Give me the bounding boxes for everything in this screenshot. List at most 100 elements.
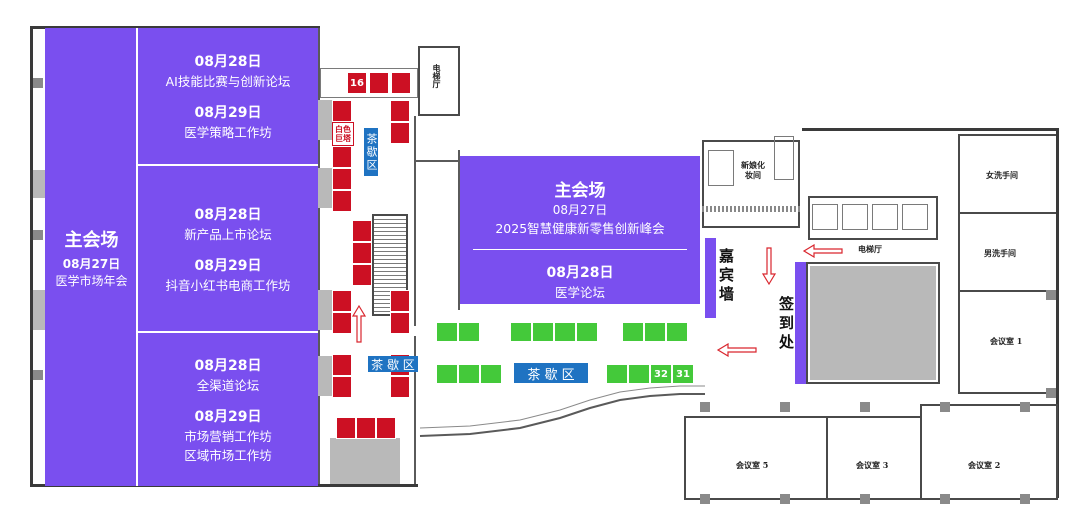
tea-break-area-mid[interactable]: 茶 歇 区	[368, 356, 418, 372]
column	[700, 494, 710, 504]
booth[interactable]	[390, 376, 410, 398]
booth[interactable]	[480, 364, 502, 384]
hall-date: 08月29日	[194, 409, 262, 425]
hall-date: 08月28日	[194, 54, 262, 70]
hall-mid-2[interactable]: 08月28日 新产品上市论坛 08月29日 抖音小红书电商工作坊	[138, 166, 318, 331]
column	[940, 494, 950, 504]
booth[interactable]	[352, 220, 372, 242]
column	[700, 402, 710, 412]
corridor-top-room	[320, 68, 418, 98]
main-hall-center[interactable]: 主会场 08月27日 2025智慧健康新零售创新峰会 08月28日 医学论坛	[460, 156, 700, 304]
meeting-room-3-label[interactable]: 会议室 3	[856, 460, 889, 470]
hall-name: 医学市场年会	[55, 273, 128, 288]
booth[interactable]	[390, 100, 410, 122]
elevator-hall-top-label: 电梯厅	[432, 64, 442, 88]
lobby-wall-top	[458, 150, 460, 310]
hall-divider	[138, 164, 318, 166]
column	[780, 494, 790, 504]
guest-wall-bar	[705, 238, 716, 318]
booth[interactable]	[352, 242, 372, 264]
booth[interactable]	[369, 72, 389, 94]
meeting-room-1-label[interactable]: 会议室 1	[990, 336, 1023, 346]
hall-divider	[138, 331, 318, 333]
arrow-up-icon	[352, 304, 366, 343]
booth-32[interactable]: 32	[650, 364, 672, 384]
booth[interactable]	[390, 312, 410, 334]
booth[interactable]	[391, 72, 411, 94]
elevator-car	[812, 204, 838, 230]
elevator-hall-right	[808, 196, 938, 240]
hall-title: 主会场	[554, 181, 606, 201]
booth[interactable]	[332, 354, 352, 376]
booth[interactable]	[458, 364, 480, 384]
door-side	[318, 290, 332, 330]
booth[interactable]	[356, 417, 376, 439]
wall-right-outer	[1056, 128, 1059, 498]
arrow-down-icon	[762, 247, 776, 286]
booth[interactable]	[622, 322, 644, 342]
booth[interactable]	[628, 364, 650, 384]
booth[interactable]	[332, 146, 352, 168]
corridor-wall-right-2	[414, 336, 416, 486]
stair-left-b	[33, 290, 45, 330]
hall-date: 08月29日	[194, 105, 262, 121]
booth[interactable]	[336, 417, 356, 439]
white-tower-booth[interactable]: 白色巨塔	[332, 122, 354, 146]
booth-31[interactable]: 31	[672, 364, 694, 384]
booth[interactable]	[332, 290, 352, 312]
column	[1020, 494, 1030, 504]
booth[interactable]	[332, 312, 352, 334]
column	[860, 494, 870, 504]
main-hall-left[interactable]: 主会场 08月27日 医学市场年会	[45, 28, 138, 486]
hall-mid-3[interactable]: 08月28日 全渠道论坛 08月29日 市场营销工作坊 区域市场工作坊	[138, 333, 318, 486]
booth[interactable]	[332, 190, 352, 212]
booth[interactable]	[376, 417, 396, 439]
hall-separator	[473, 249, 687, 250]
column	[780, 402, 790, 412]
door-side	[318, 168, 332, 208]
facade-curve	[419, 385, 705, 437]
hall-date: 08月28日	[194, 358, 262, 374]
booth[interactable]	[352, 264, 372, 286]
elevator-car	[902, 204, 928, 230]
booth[interactable]	[576, 322, 598, 342]
elevator-hall-right-label: 电梯厅	[858, 244, 882, 254]
booth[interactable]	[666, 322, 688, 342]
booth[interactable]	[436, 322, 458, 342]
booth[interactable]	[332, 376, 352, 398]
tea-break-area-vertical[interactable]: 茶歇区	[364, 128, 378, 176]
stair-bottom	[330, 438, 400, 484]
hall-mid-1[interactable]: 08月28日 AI技能比赛与创新论坛 08月29日 医学策略工作坊	[138, 28, 318, 164]
meeting-room-5-label[interactable]: 会议室 5	[736, 460, 769, 470]
booth[interactable]	[532, 322, 554, 342]
booth[interactable]	[644, 322, 666, 342]
column	[860, 402, 870, 412]
column	[33, 370, 43, 380]
tea-break-area-main[interactable]: 茶 歇 区	[514, 363, 588, 383]
hall-date: 08月29日	[194, 257, 262, 274]
hall-date: 08月27日	[552, 203, 608, 217]
meeting-room-3	[826, 416, 922, 500]
hall-name: 全渠道论坛	[196, 378, 260, 393]
arrow-left-icon	[802, 244, 843, 258]
booth[interactable]	[606, 364, 628, 384]
hall-name: 2025智慧健康新零售创新峰会	[495, 221, 665, 236]
hall-title: 主会场	[64, 229, 119, 251]
hall-date: 08月27日	[62, 256, 121, 271]
meeting-room-2-label[interactable]: 会议室 2	[968, 460, 1001, 470]
booth[interactable]	[510, 322, 532, 342]
sign-in-label[interactable]: 签到处	[777, 296, 795, 353]
booth[interactable]	[458, 322, 480, 342]
womens-room-label: 女洗手间	[986, 170, 1018, 180]
booth[interactable]	[390, 290, 410, 312]
column	[1046, 290, 1056, 300]
booth[interactable]	[332, 168, 352, 190]
door-side	[318, 100, 332, 140]
booth[interactable]	[436, 364, 458, 384]
booth-16[interactable]: 16	[347, 72, 367, 94]
wall-left-outer	[30, 28, 33, 486]
booth[interactable]	[332, 100, 352, 122]
booth[interactable]	[390, 122, 410, 144]
booth[interactable]	[554, 322, 576, 342]
corridor-wall-right	[414, 116, 416, 326]
